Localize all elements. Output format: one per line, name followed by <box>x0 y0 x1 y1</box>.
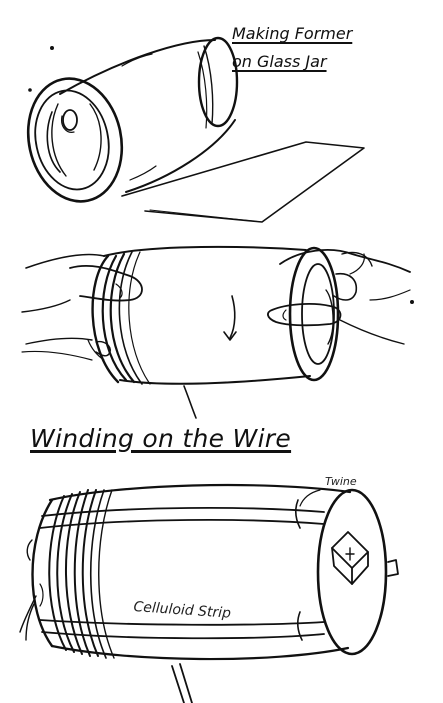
caption-on-glass-jar: on Glass Jar <box>232 52 327 71</box>
figure-glass-jar <box>17 38 364 222</box>
heading-winding-wire: Winding on the Wire <box>30 424 292 453</box>
label-twine: Twine <box>325 475 357 488</box>
figure-hands-former <box>22 247 413 418</box>
caption-making-former: Making Former <box>232 24 353 43</box>
figure-wound-former <box>20 485 398 703</box>
